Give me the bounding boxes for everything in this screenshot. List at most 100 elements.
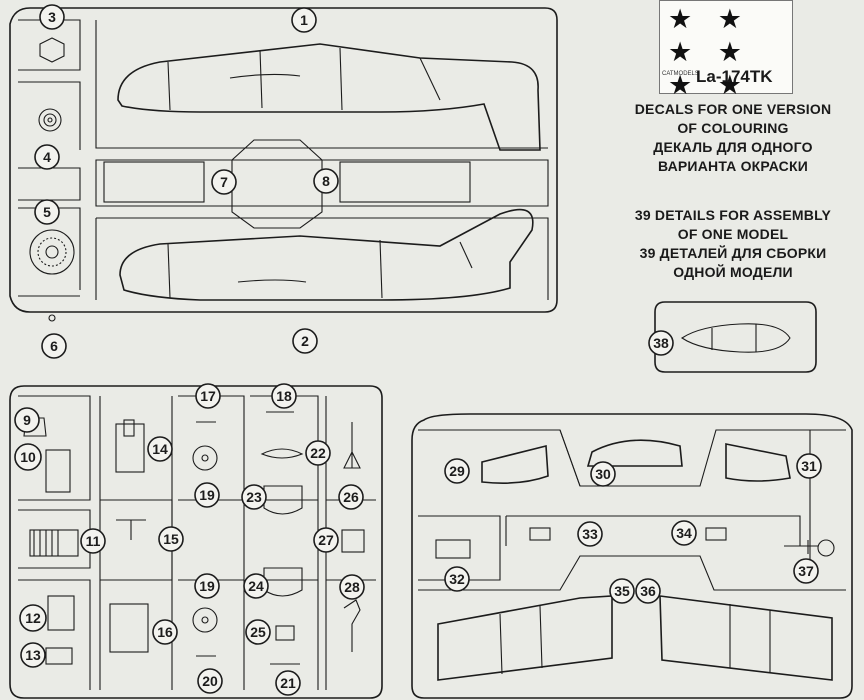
sprue-a: [9, 7, 558, 322]
part-3-callout: 3: [39, 4, 65, 30]
svg-text:5: 5: [43, 204, 51, 220]
svg-text:28: 28: [344, 579, 360, 595]
svg-text:25: 25: [250, 624, 266, 640]
svg-text:30: 30: [595, 466, 611, 482]
part-25-callout: 25: [245, 619, 271, 645]
sprue-c: [411, 413, 853, 699]
part-1-callout: 1: [291, 7, 317, 33]
landing-gear-outline: [784, 539, 835, 557]
svg-text:15: 15: [163, 531, 179, 547]
svg-text:4: 4: [43, 149, 51, 165]
part-33-callout: 33: [577, 521, 603, 547]
assembly-note: 39 DETAILS FOR ASSEMBLY OF ONE MODEL 39 …: [610, 206, 856, 282]
part-19-callout-second: 19: [194, 573, 220, 599]
svg-text:7: 7: [220, 174, 228, 190]
svg-text:2: 2: [301, 333, 309, 349]
part-32-callout: 32: [444, 566, 470, 592]
part-16-callout: 16: [152, 619, 178, 645]
star-decals: ★ ★ ★ ★ ★ ★: [668, 4, 751, 100]
colouring-en-line-1: DECALS FOR ONE VERSION: [634, 101, 832, 117]
assembly-en-line-2: OF ONE MODEL: [677, 226, 789, 242]
part-4-callout: 4: [34, 144, 60, 170]
decal-maker-label: CATMODELS: [662, 71, 699, 77]
svg-text:38: 38: [653, 335, 669, 351]
part-17-callout: 17: [195, 383, 221, 409]
part-36-callout: 36: [635, 578, 661, 604]
part-38-callout: 38: [648, 330, 674, 356]
svg-text:14: 14: [152, 441, 168, 457]
fuselage-half-2: [119, 208, 534, 301]
svg-text:18: 18: [276, 388, 292, 404]
colouring-en-line-2: OF COLOURING: [677, 120, 789, 136]
part-5-callout: 5: [34, 199, 60, 225]
part-14-callout: 14: [147, 436, 173, 462]
part-30-callout: 30: [590, 461, 616, 487]
svg-text:11: 11: [86, 533, 101, 549]
part-2-callout: 2: [292, 328, 318, 354]
colouring-ru-line-2: ВАРИАНТА ОКРАСКИ: [657, 158, 809, 174]
fuselage-half-1: [117, 43, 541, 151]
svg-text:35: 35: [614, 583, 630, 599]
svg-text:19: 19: [199, 487, 215, 503]
part-23-callout: 23: [241, 484, 267, 510]
part-5-outline: [29, 229, 75, 275]
assembly-ru-line-2: ОДНОЙ МОДЕЛИ: [673, 264, 793, 280]
svg-text:26: 26: [343, 489, 359, 505]
svg-text:3: 3: [48, 9, 56, 25]
colouring-ru-line-1: ДЕКАЛЬ ДЛЯ ОДНОГО: [653, 139, 813, 155]
svg-text:9: 9: [23, 412, 31, 428]
part-9-callout: 9: [14, 407, 40, 433]
decal-sheet: ★ ★ ★ ★ ★ ★ CATMODELS La-174TK: [659, 0, 793, 100]
part-7-callout: 7: [211, 169, 237, 195]
svg-text:8: 8: [322, 173, 330, 189]
part-34-callout: 34: [671, 520, 697, 546]
assembly-en-line-1: 39 DETAILS FOR ASSEMBLY: [634, 207, 832, 223]
part-3-outline: [39, 37, 65, 63]
part-35-callout: 35: [609, 578, 635, 604]
svg-text:16: 16: [157, 624, 173, 640]
part-28-callout: 28: [339, 574, 365, 600]
part-26-callout: 26: [338, 484, 364, 510]
colouring-note: DECALS FOR ONE VERSION OF COLOURING ДЕКА…: [610, 100, 856, 176]
svg-text:1: 1: [300, 12, 308, 28]
part-10-callout: 10: [14, 443, 42, 471]
part-11-callout: 11: [80, 528, 106, 554]
part-13-callout: 13: [20, 642, 46, 668]
svg-text:33: 33: [582, 526, 598, 542]
svg-text:19: 19: [199, 578, 215, 594]
part-15-callout: 15: [158, 526, 184, 552]
svg-text:34: 34: [676, 525, 692, 541]
part-12-callout: 12: [19, 604, 47, 632]
svg-text:13: 13: [25, 647, 41, 663]
part-27-callout: 27: [313, 527, 339, 553]
decal-model-name: La-174TK: [696, 67, 773, 86]
svg-text:17: 17: [200, 388, 216, 404]
part-29-callout: 29: [444, 458, 470, 484]
part-21-callout: 21: [275, 670, 301, 696]
svg-text:10: 10: [20, 449, 36, 465]
svg-text:32: 32: [449, 571, 465, 587]
part-20-callout: 20: [197, 668, 223, 694]
svg-text:6: 6: [50, 338, 58, 354]
part-22-callout: 22: [305, 440, 331, 466]
svg-text:21: 21: [280, 675, 296, 691]
svg-text:29: 29: [449, 463, 465, 479]
assembly-ru-line-1: 39 ДЕТАЛЕЙ ДЛЯ СБОРКИ: [639, 245, 827, 261]
canopy-frame: [654, 301, 817, 373]
part-24-callout: 24: [243, 573, 269, 599]
part-37-callout: 37: [793, 558, 819, 584]
svg-text:36: 36: [640, 583, 656, 599]
svg-text:23: 23: [246, 489, 262, 505]
part-4-outline: [38, 108, 62, 132]
part-6-outline: [28, 311, 76, 322]
part-6-callout: 6: [41, 333, 67, 359]
svg-text:37: 37: [798, 563, 814, 579]
svg-text:12: 12: [25, 610, 41, 626]
svg-text:22: 22: [310, 445, 326, 461]
part-31-callout: 31: [796, 453, 822, 479]
part-19-callout: 19: [194, 482, 220, 508]
part-8-callout: 8: [313, 168, 339, 194]
part-18-callout: 18: [271, 383, 297, 409]
